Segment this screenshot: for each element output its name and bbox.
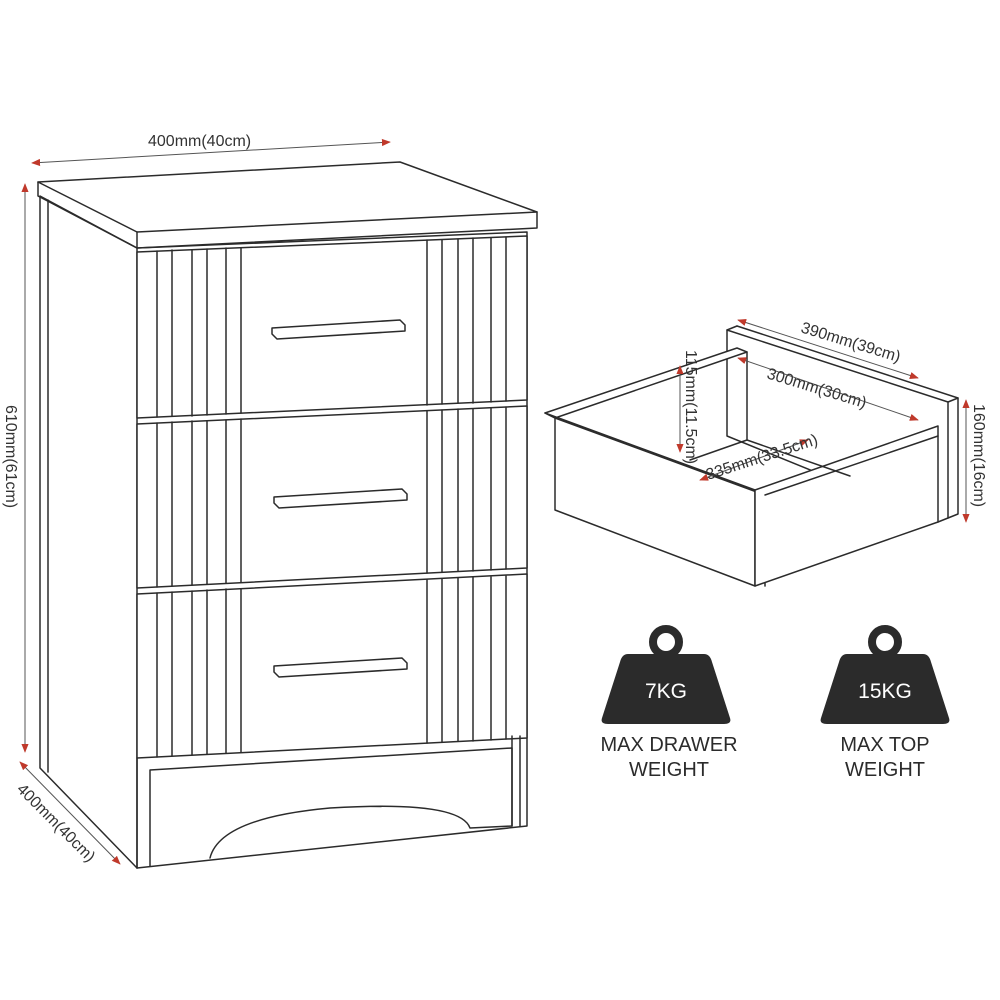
weight-icon bbox=[601, 625, 731, 724]
drawer-handle-1 bbox=[271, 319, 406, 340]
max-drawer-weight-value: 7KG bbox=[645, 680, 687, 703]
cabinet-top bbox=[37, 161, 538, 249]
cabinet-depth-label: 400mm(40cm) bbox=[13, 781, 98, 866]
drawer-handle-2 bbox=[273, 488, 408, 509]
max-drawer-weight: 7KG MAX DRAWER WEIGHT bbox=[600, 625, 738, 781]
drawer-outer-height-label: 160mm(16cm) bbox=[970, 404, 987, 507]
weight-icon bbox=[820, 625, 950, 724]
max-drawer-weight-caption-line1: MAX DRAWER bbox=[600, 734, 737, 756]
cabinet-side-panel bbox=[39, 195, 138, 869]
drawer-front-3 bbox=[136, 573, 528, 759]
max-top-weight: 15KG MAX TOP WEIGHT bbox=[820, 625, 950, 781]
drawer-handle-3 bbox=[273, 657, 408, 678]
cabinet-height-label: 610mm(61cm) bbox=[2, 405, 19, 508]
cabinet-width-label: 400mm(40cm) bbox=[148, 133, 251, 150]
nightstand-drawing bbox=[37, 161, 538, 869]
max-drawer-weight-caption-line2: WEIGHT bbox=[629, 759, 709, 781]
drawer-inner-height-label: 115mm(11.5cm) bbox=[682, 350, 699, 464]
max-top-weight-value: 15KG bbox=[858, 680, 912, 703]
drawer-front-1 bbox=[136, 235, 528, 419]
drawer-front-2 bbox=[136, 405, 528, 589]
cabinet-plinth bbox=[149, 747, 513, 867]
max-top-weight-caption-line2: WEIGHT bbox=[845, 759, 925, 781]
max-top-weight-caption-line1: MAX TOP bbox=[840, 734, 929, 756]
